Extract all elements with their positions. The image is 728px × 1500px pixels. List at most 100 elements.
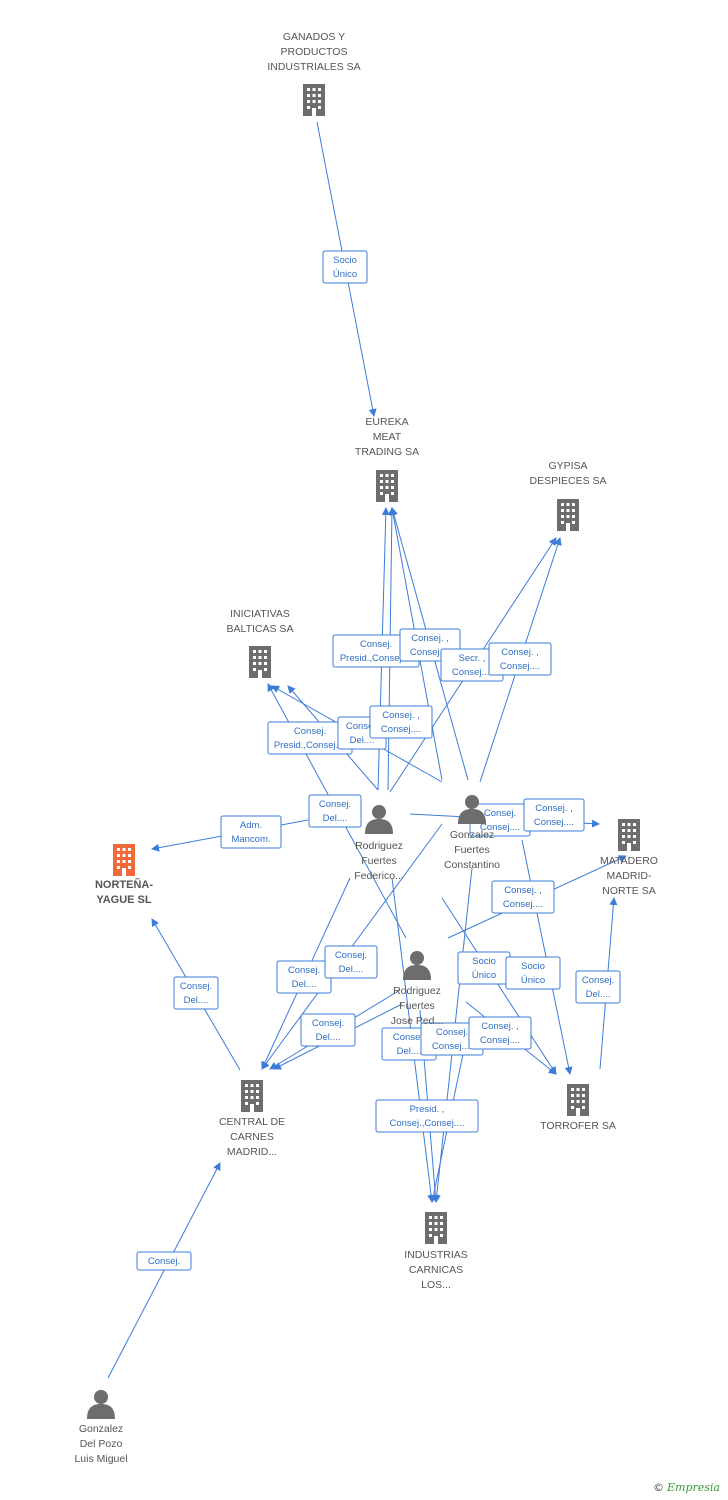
node-federico[interactable]: RodriguezFuertesFederico... [354, 805, 404, 882]
edge-label-frame [575, 970, 621, 1004]
edge-label-text: Consej.... [480, 1035, 520, 1046]
person-icon [365, 805, 393, 834]
building-icon [303, 84, 325, 116]
edge-label-box[interactable]: Consej.Del.... [575, 970, 621, 1004]
edge-label-box[interactable]: Presid. , Consej.,Consej.... [375, 1099, 479, 1133]
building-icon [241, 1080, 263, 1112]
node-label: Fuertes [399, 1000, 435, 1012]
edge-label-box[interactable]: Consej. Presid.,Consej.... [332, 634, 420, 668]
edge-layer [107, 121, 627, 1379]
edge-label-box[interactable]: Consej.Del.... [308, 794, 362, 828]
edge-label-text: Consej. , [501, 647, 539, 658]
edge-label-text: Del.... [350, 735, 375, 746]
edge-label-text: Adm. [240, 820, 262, 831]
edge-label-text: Consej.... [503, 899, 543, 910]
edge-label-frame [173, 976, 219, 1010]
node-label: Fuertes [454, 844, 490, 856]
node-torrofer[interactable]: TORROFER SA [540, 1084, 616, 1132]
edge-label-text: Consej.... [534, 817, 574, 828]
edge-label-frame [220, 815, 282, 849]
building-icon [425, 1212, 447, 1244]
edge-label-box[interactable]: Consej.Del.... [276, 960, 332, 994]
edge-label-text: Del.... [316, 1032, 341, 1043]
node-label: Fuertes [361, 855, 397, 867]
node-central[interactable]: CENTRAL DECARNESMADRID... [219, 1080, 285, 1158]
node-label: MADRID- [607, 870, 652, 882]
edge-label-box[interactable]: Consej. , Consej.... [523, 798, 585, 832]
building-icon [376, 470, 398, 502]
edge-label-text: Del.... [184, 995, 209, 1006]
edge-label-text: Consej. [180, 981, 212, 992]
node-label: MEAT [373, 431, 402, 443]
edge-label-text: Presid. , [410, 1104, 445, 1115]
edge-label-box[interactable]: Adm.Mancom. [220, 815, 282, 849]
node-label: NORTE SA [602, 885, 655, 897]
edge-label-box[interactable]: Consej. Del.... [300, 1013, 356, 1047]
edge-label-text: Consej. [360, 639, 392, 650]
node-label: Rodriguez [393, 985, 441, 997]
edge-label-text: Consej. [312, 1018, 344, 1029]
edge-label-text: Presid.,Consej.... [340, 653, 412, 664]
edge-label-text: Consej.... [480, 822, 520, 833]
node-label: TORROFER SA [540, 1120, 616, 1132]
node-label: GANADOS Y [283, 31, 345, 43]
edge-label-text: Socio [472, 956, 496, 967]
node-label: YAGUE SL [96, 894, 152, 906]
edge-label-text: Consej. [582, 975, 614, 986]
node-label: DESPIECES SA [529, 475, 606, 487]
edge-label-box[interactable]: Consej. ,Consej.... [468, 1016, 532, 1050]
edge-label-text: Consej. , [382, 710, 420, 721]
edge-label-text: Socio [521, 961, 545, 972]
edge-label-frame [369, 705, 433, 739]
edge-label-text: Consej. , [535, 803, 573, 814]
edge-label-text: Consej.,Consej.... [390, 1118, 465, 1129]
node-label: CARNICAS [409, 1264, 463, 1276]
edge-label-frame [375, 1099, 479, 1133]
edge-label-text: Del.... [292, 979, 317, 990]
node-label: Luis Miguel [74, 1453, 127, 1465]
edge-label-text: Consej. [393, 1032, 425, 1043]
edge-label-text: Consej.... [500, 661, 540, 672]
edge-label-box[interactable]: Consej. [136, 1251, 192, 1271]
edge-label-text: Único [521, 975, 545, 986]
edge-label-text: Consej. [148, 1256, 180, 1267]
node-label: Gonzalez [450, 829, 494, 841]
node-label: Constantino [444, 859, 500, 871]
edge-label-text: Consej.... [381, 724, 421, 735]
edge-label-box[interactable]: Consej. , Consej.... [369, 705, 433, 739]
edge-label-frame [488, 642, 552, 676]
edge-label-box[interactable]: Consej.Del.... [324, 945, 378, 979]
edge-label-frame [523, 798, 585, 832]
edge-label-box[interactable]: Consej. Del.... [173, 976, 219, 1010]
edge-label-frame [468, 1016, 532, 1050]
node-label: Del Pozo [80, 1438, 123, 1450]
node-industrias[interactable]: INDUSTRIASCARNICASLOS... [404, 1212, 468, 1291]
edge-label-text: Consej. , [504, 885, 542, 896]
edge-label-layer: SocioÚnicoConsej.Presid.,Consej....Conse… [136, 250, 621, 1271]
node-label: CENTRAL DE [219, 1116, 285, 1128]
copyright-symbol: © [653, 1481, 664, 1494]
node-label: TRADING SA [355, 446, 419, 458]
edge-line-23 [441, 897, 557, 1075]
building-icon [567, 1084, 589, 1116]
edge-label-frame [308, 794, 362, 828]
edge-label-frame [505, 956, 561, 990]
building-icon [618, 819, 640, 851]
empresia-credit[interactable]: ©Empresia [653, 1481, 720, 1494]
node-nortena[interactable]: NORTEÑA-YAGUE SL [95, 844, 153, 906]
edge-label-box[interactable]: Consej. , Consej.... [488, 642, 552, 676]
edge-label-box[interactable]: Consej. , Consej.... [491, 880, 555, 914]
